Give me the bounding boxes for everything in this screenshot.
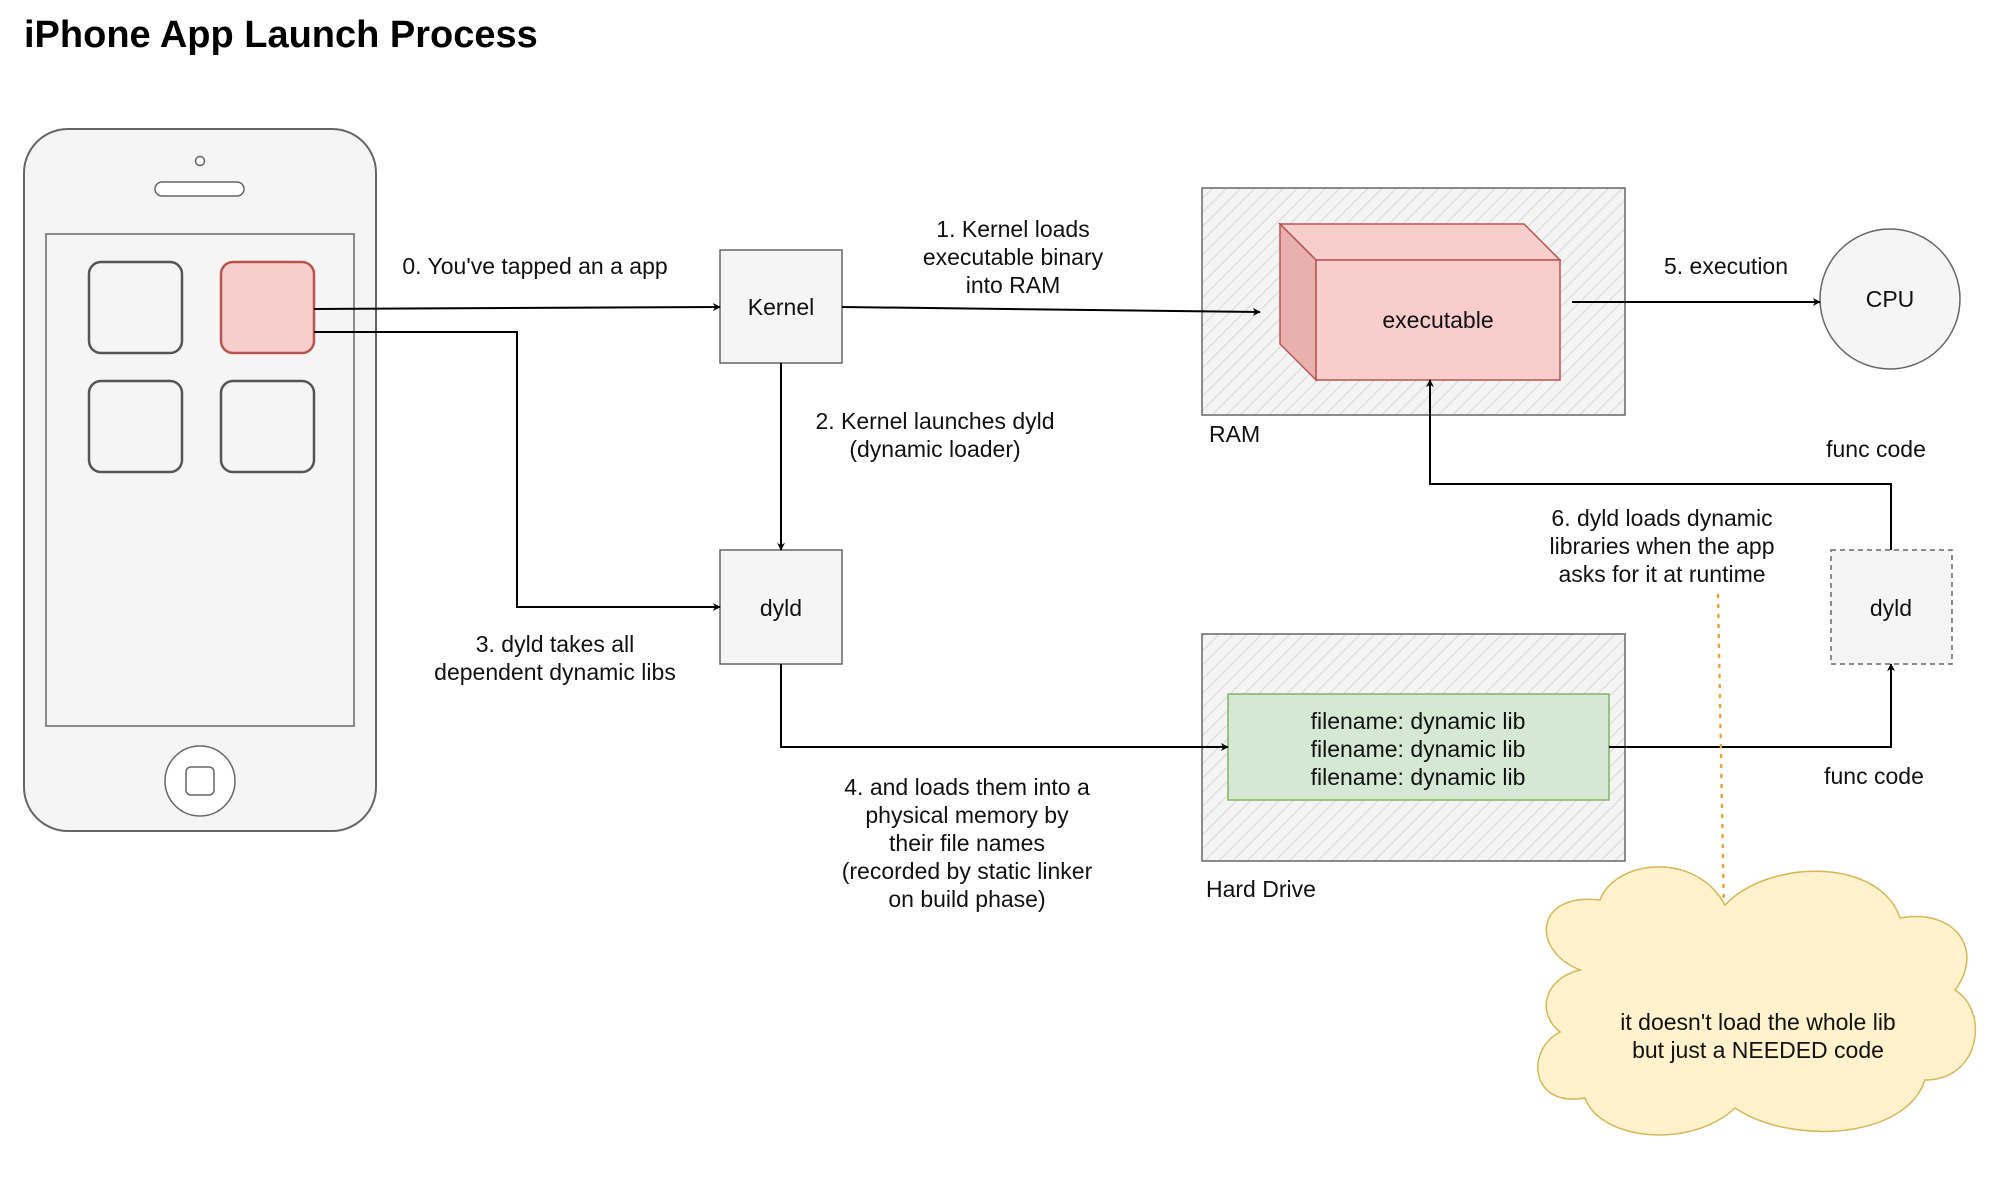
label-line: but just a NEEDED code <box>1632 1037 1884 1063</box>
label-line: 6. dyld loads dynamic <box>1551 505 1772 531</box>
cpu-label: CPU <box>1866 286 1915 312</box>
app-icon-tapped[interactable] <box>219 260 316 355</box>
note-connector <box>1716 593 1726 916</box>
edge-kernel-to-ram <box>841 306 1261 316</box>
step5-label: 5. execution <box>1664 253 1788 279</box>
dyld-label: dyld <box>760 595 802 621</box>
edge-harddrive-to-dyld-runtime <box>1609 663 1895 748</box>
kernel-box[interactable] <box>719 249 843 364</box>
label-line: libraries when the app <box>1549 533 1774 559</box>
label-line: executable binary <box>923 244 1104 270</box>
app-icon[interactable] <box>87 379 184 474</box>
label-line: 0. You've tapped an a app <box>402 253 667 279</box>
label-line: (recorded by static linker <box>842 858 1093 884</box>
home-button[interactable] <box>164 745 236 817</box>
label-line: 5. execution <box>1664 253 1788 279</box>
label-line: dependent dynamic libs <box>434 659 676 685</box>
edge-app-to-kernel <box>313 303 721 312</box>
label-line: on build phase) <box>888 886 1045 912</box>
label-line: into RAM <box>966 272 1061 298</box>
label-line: physical memory by <box>865 802 1069 828</box>
step2-label: 2. Kernel launches dyld(dynamic loader) <box>815 408 1054 462</box>
kernel-label: Kernel <box>748 294 814 320</box>
executable-block: executable <box>1278 222 1562 382</box>
edge-app-to-dyld <box>314 331 721 611</box>
executable-label: executable <box>1382 307 1493 333</box>
label-line: it doesn't load the whole lib <box>1620 1009 1895 1035</box>
label-line: func code <box>1824 763 1924 789</box>
dynamic-lib-entry: filename: dynamic lib <box>1311 708 1526 734</box>
func-code-bottom-label: func code <box>1824 763 1924 789</box>
label-line: asks for it at runtime <box>1558 561 1765 587</box>
iphone-speaker <box>154 181 245 197</box>
edge-dyld-runtime-to-executable <box>1426 379 1892 550</box>
edges <box>313 298 1895 751</box>
iphone-camera <box>194 155 206 167</box>
label-line: 4. and loads them into a <box>844 774 1090 800</box>
label-line: func code <box>1826 436 1926 462</box>
edge-dyld-to-harddrive <box>780 664 1229 751</box>
diagram-title: iPhone App Launch Process <box>24 14 538 56</box>
dynamic-lib-entry: filename: dynamic lib <box>1311 764 1526 790</box>
label-line: 2. Kernel launches dyld <box>815 408 1054 434</box>
dyld-box[interactable] <box>719 549 843 665</box>
step0-label: 0. You've tapped an a app <box>402 253 667 279</box>
home-button-icon <box>185 766 215 796</box>
func-code-top-label: func code <box>1826 436 1926 462</box>
ram-label: RAM <box>1209 421 1260 447</box>
app-icon[interactable] <box>87 260 184 355</box>
label-line: 3. dyld takes all <box>476 631 635 657</box>
hard-drive-label: Hard Drive <box>1206 876 1316 902</box>
label-line: (dynamic loader) <box>849 436 1020 462</box>
dynamic-lib-entry: filename: dynamic lib <box>1311 736 1526 762</box>
dyld-runtime-box[interactable] <box>1830 549 1953 665</box>
label-line: their file names <box>889 830 1045 856</box>
iphone-device <box>23 128 377 832</box>
label-line: 1. Kernel loads <box>936 216 1089 242</box>
dyld-runtime-label: dyld <box>1870 595 1912 621</box>
app-icon[interactable] <box>219 379 316 474</box>
